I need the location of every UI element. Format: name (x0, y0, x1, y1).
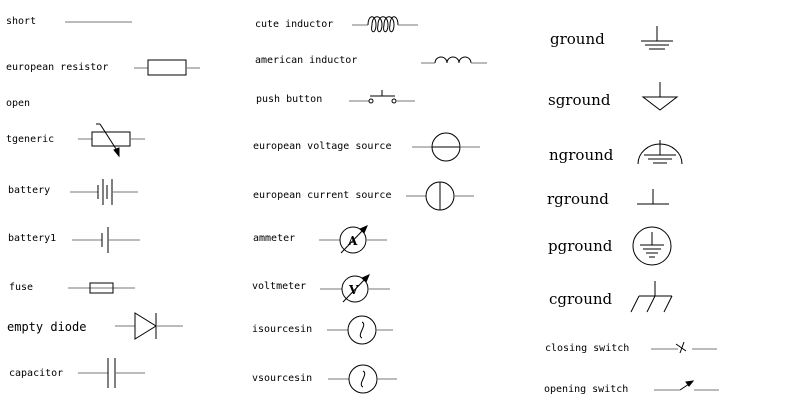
label-short: short (6, 16, 37, 27)
label-closing-switch: closing switch (545, 343, 630, 354)
label-ammeter: ammeter (253, 233, 296, 244)
label-battery1: battery1 (8, 233, 57, 244)
label-voltmeter: voltmeter (252, 281, 307, 292)
label-european-current-source: european current source (253, 190, 392, 201)
label-sground: sground (548, 91, 611, 109)
label-european-voltage-source: european voltage source (253, 141, 392, 152)
label-battery: battery (8, 185, 51, 196)
voltmeter-letter: V (348, 283, 359, 297)
label-cground: cground (549, 290, 613, 308)
label-rground: rground (547, 190, 609, 208)
label-opening-switch: opening switch (544, 384, 629, 395)
label-ground: ground (550, 30, 605, 48)
label-isourcesin: isourcesin (252, 324, 313, 335)
label-fuse: fuse (9, 282, 34, 293)
label-american-inductor: american inductor (255, 55, 358, 66)
label-nground: nground (549, 146, 614, 164)
label-pground: pground (548, 237, 613, 255)
label-open: open (6, 98, 31, 109)
label-vsourcesin: vsourcesin (252, 373, 313, 384)
label-push-button: push button (256, 94, 323, 105)
label-empty-diode: empty diode (7, 320, 87, 334)
label-european-resistor: european resistor (6, 62, 109, 73)
label-tgeneric: tgeneric (6, 134, 55, 145)
label-capacitor: capacitor (9, 368, 64, 379)
label-cute-inductor: cute inductor (255, 19, 334, 30)
